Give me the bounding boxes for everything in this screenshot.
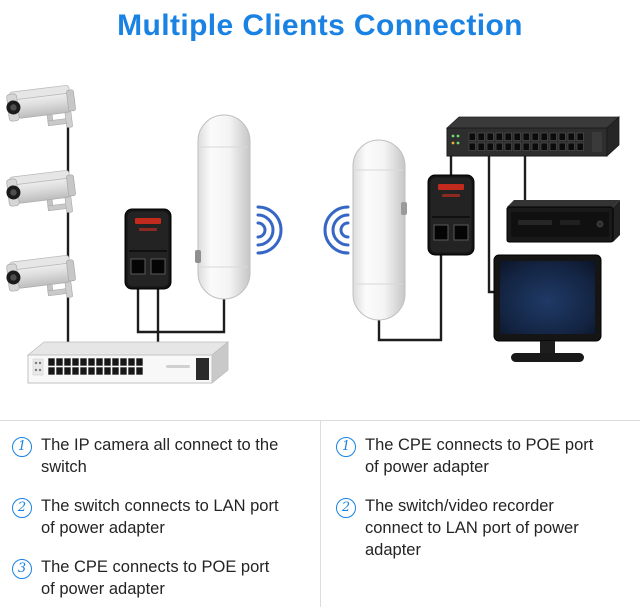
legend-item: 1 The CPE connects to POE port of power …: [336, 435, 628, 479]
wifi-signal-left-facing-icon: [323, 205, 350, 255]
switch-power-module: [196, 358, 209, 380]
legend-item: 3 The CPE connects to POE port of power …: [12, 557, 312, 601]
monitor: [493, 254, 602, 362]
cpe-latch: [401, 202, 407, 215]
cpe-latch: [195, 250, 201, 263]
legend-item: 1 The IP camera all connect to the switc…: [12, 435, 312, 479]
step-number-badge: 3: [12, 558, 32, 579]
adapter-lan-port: [150, 258, 166, 275]
legend-text: The switch connects to LAN port of power…: [41, 496, 279, 537]
ip-camera-2: [6, 170, 76, 213]
legend-item: 2 The switch connects to LAN port of pow…: [12, 496, 312, 540]
adapter-brand-mark: [135, 218, 161, 224]
cable-switch-to-monitor: [487, 156, 495, 294]
cable-cpe-to-adapter-poe: [136, 289, 226, 334]
legend-text: The IP camera all connect to the switch: [41, 436, 279, 476]
adapter-lan-port: [453, 224, 469, 241]
switch-ports: [48, 358, 144, 376]
poe-adapter-right: [427, 174, 475, 256]
connection-cables: [66, 116, 527, 357]
step-number-badge: 2: [12, 497, 32, 518]
monitor-screen: [500, 261, 595, 334]
monitor-stand-neck: [540, 341, 555, 354]
adapter-poe-port: [433, 224, 449, 241]
step-number-badge: 1: [12, 437, 32, 457]
adapter-brand-mark: [438, 184, 464, 190]
network-diagram: [0, 52, 640, 420]
dvr-vent-slot: [518, 220, 552, 225]
legend-text: The CPE connects to POE port of power ad…: [41, 557, 270, 598]
legend-text: The CPE connects to POE port of power ad…: [365, 436, 594, 476]
poe-adapter-left: [124, 208, 172, 290]
diagram-canvas: [6, 85, 621, 384]
ip-camera-3: [6, 255, 76, 298]
cable-right-cpe-to-adapter: [377, 255, 443, 342]
vertical-divider: [320, 421, 321, 607]
monitor-stand-base: [511, 353, 584, 362]
legend-text: The switch/video recorder connect to LAN…: [365, 496, 579, 559]
cpe-device-left: [195, 114, 251, 300]
legend-section: 1 The IP camera all connect to the switc…: [0, 420, 640, 607]
step-number-badge: 2: [336, 497, 356, 518]
step-number-badge: 1: [336, 437, 356, 457]
network-switch-right: [445, 116, 621, 157]
legend-item: 2 The switch/video recorder connect to L…: [336, 496, 628, 562]
network-switch-left: [26, 341, 230, 384]
adapter-poe-port: [130, 258, 146, 275]
wifi-signal-right-facing-icon: [256, 205, 283, 255]
cpe-device-right: [352, 139, 407, 321]
ip-camera-1: [6, 85, 76, 128]
switch-ports: [468, 132, 585, 152]
legend-left-column: 1 The IP camera all connect to the switc…: [12, 435, 312, 607]
page-title: Multiple Clients Connection: [117, 9, 523, 42]
video-recorder: [506, 200, 620, 243]
dvr-power-button: [596, 220, 604, 228]
legend-right-column: 1 The CPE connects to POE port of power …: [336, 435, 628, 579]
